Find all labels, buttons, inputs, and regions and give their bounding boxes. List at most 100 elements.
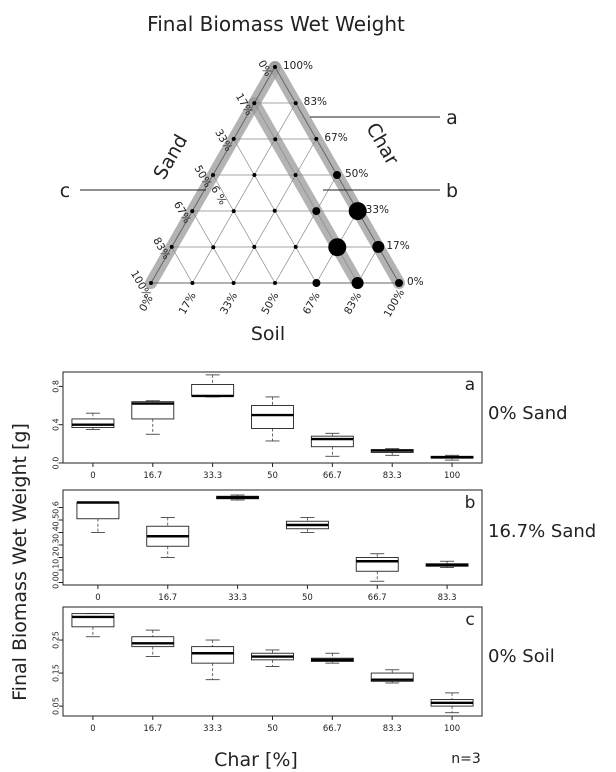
box-16.7 [131,400,175,435]
axis-label-sand: Sand [149,131,192,183]
tick-label-char: 0% [407,276,424,288]
y-tick-label: 0.15 [52,664,61,682]
x-tick-label: 66.7 [323,724,342,734]
boxplot-panels: 0.0 0.4 0.8 0 16.7 33.3 50 66.7 83.3 100 a 0% Sand 0… [52,371,596,734]
tick-label-soil: 0% [137,293,156,313]
x-tick-label: 83.3 [438,593,457,603]
box-iqr [251,405,294,429]
x-tick-label: 66.7 [368,593,387,603]
box-100 [430,454,474,461]
box-50 [251,396,294,442]
tick-label-soil: 17% [177,290,199,316]
box-0 [71,412,115,430]
ternary-point [312,207,321,216]
box-16.7 [131,629,175,657]
tick-label-char: 33% [366,204,389,216]
y-tick-label: 0.6 [52,501,61,514]
axis-label-char: Char [361,119,403,169]
sample-size-label: n=3 [451,751,481,767]
box-iqr [370,672,414,682]
panel-side-label-a: 0% Sand [488,403,568,424]
y-tick-label: 0.0 [52,576,61,589]
ternary-point [231,209,236,214]
x-tick-label: 33.3 [228,593,247,603]
x-tick-label: 0 [95,593,100,603]
ternary-point [348,202,367,221]
box-50 [251,649,294,667]
tick-label-char: 67% [324,132,347,144]
tick-label-char: 50% [345,168,368,180]
panel-letter-a: a [465,375,475,395]
tick-label-soil: 33% [218,290,240,316]
transect-label-a: a [446,107,458,129]
ternary-point [149,281,153,285]
x-tick-label: 66.7 [323,471,342,481]
x-tick-label: 83.3 [383,471,402,481]
ternary-point [190,209,195,214]
ternary-point [252,173,257,177]
ternary-point [190,281,195,285]
ternary-point [312,279,321,287]
ternary-point [314,136,319,141]
transect-label-c: c [60,180,70,202]
box-iqr [71,418,115,429]
box-0 [71,613,115,638]
box-33.3 [216,494,260,501]
x-tick-label: 0 [90,471,95,481]
x-tick-label: 16.7 [143,471,162,481]
ternary-point [333,171,341,179]
ternary-point [273,281,277,285]
y-tick-label: 0.8 [52,380,61,393]
tick-label-soil: 83% [342,290,364,316]
ternary-title: Final Biomass Wet Weight [147,12,405,36]
x-tick-label: 50 [267,724,278,734]
box-iqr [131,636,175,648]
ternary-point [169,244,174,249]
ternary-point [231,136,236,141]
box-16.7 [146,517,190,558]
ternary-point [328,238,347,257]
box-66.7 [355,553,399,582]
tick-label-char: 83% [304,96,327,108]
ternary-point [272,208,277,213]
tick-label-soil: 67% [301,290,323,316]
transect-label-b: b [446,180,458,202]
box-iqr [131,401,175,420]
box-83.3 [370,448,414,456]
panel-letter-b: b [465,493,476,513]
x-tick-label: 33.3 [203,471,222,481]
ternary-point [395,279,403,287]
ternary-point [293,244,298,249]
x-tick-label: 100 [444,471,460,481]
y-tick-label: 0.1 [52,564,61,577]
panel-letter-c: c [465,610,474,630]
panel-frame-b [62,489,483,586]
box-66.7 [310,432,354,457]
box-50 [285,517,329,533]
y-tick-label: 0.4 [52,526,61,539]
tick-label-misc: 6 % [208,184,228,207]
ternary-point [273,65,277,69]
grid-line-soil [357,246,379,284]
box-100 [430,692,474,714]
tick-label-soil: 100% [382,287,407,319]
y-tick-label: 0.05 [52,697,61,715]
x-tick-label: 50 [302,593,313,603]
y-tick-label: 0.5 [52,514,61,527]
box-33.3 [191,639,235,681]
x-tick-label: 0 [90,724,95,734]
tick-label-soil: 50% [259,290,281,316]
box-83.3 [425,560,469,568]
box-iqr [191,646,235,664]
x-tick-label: 33.3 [203,724,222,734]
box-iqr [76,502,120,520]
ternary-point [231,281,236,285]
ternary-point [293,101,298,106]
ternary-point [293,173,298,177]
ternary-point [372,240,385,253]
box-66.7 [310,652,354,664]
box-83.3 [370,669,414,684]
box-iqr [310,435,354,448]
x-tick-label: 83.3 [383,724,402,734]
